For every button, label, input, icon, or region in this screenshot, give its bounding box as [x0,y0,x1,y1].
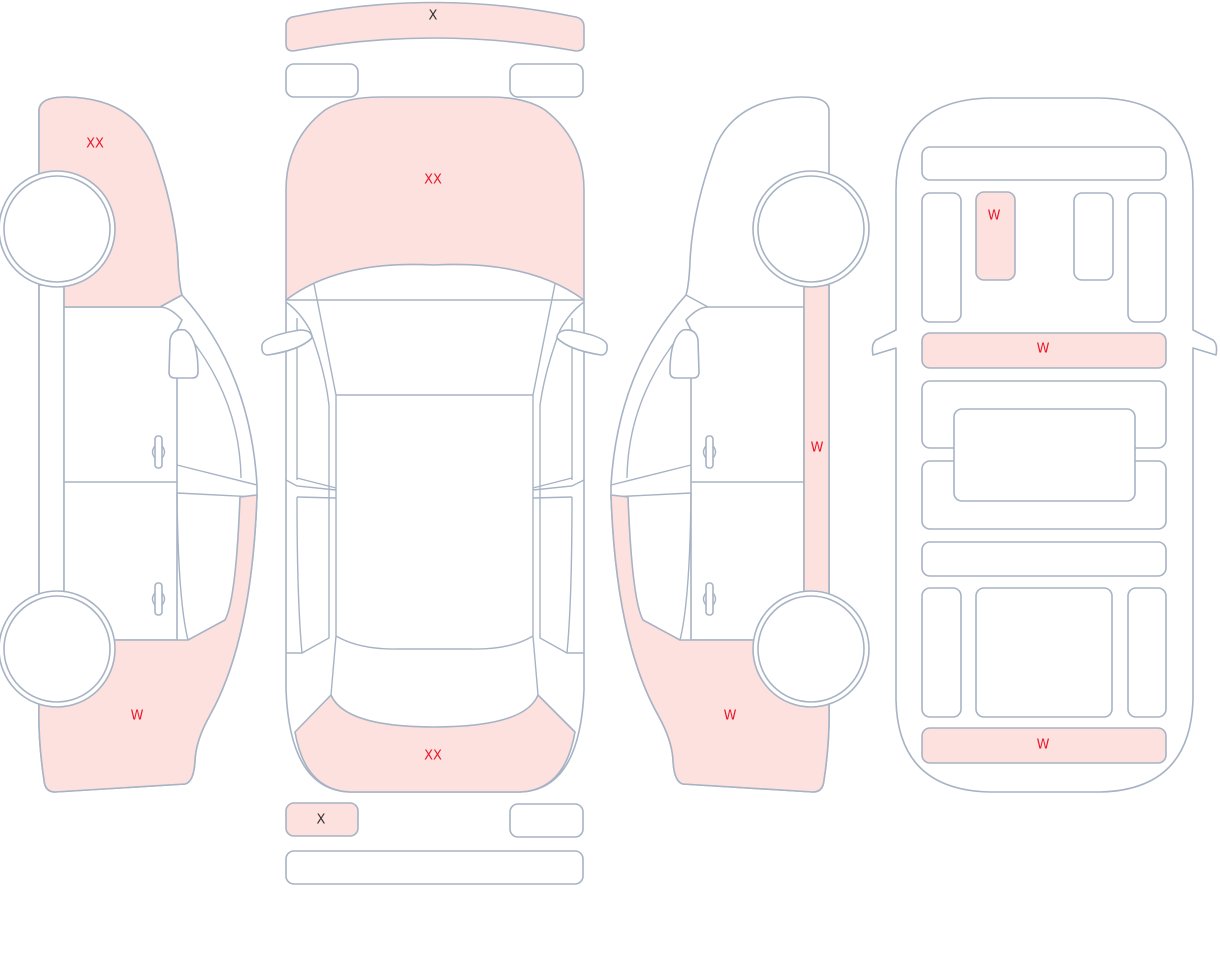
front-right-light[interactable] [509,63,584,98]
center-console[interactable] [953,408,1136,502]
right-mirror[interactable] [556,329,608,356]
marker-left-front-fender: XX [86,137,104,152]
front-right-door-panel[interactable] [1127,192,1167,323]
interior-row-3[interactable] [921,541,1167,577]
front-bumper-panel[interactable] [285,1,585,52]
marker-interior-row-rear: W [1037,738,1050,753]
passenger-seat[interactable] [1073,192,1114,281]
marker-trunk: XX [424,749,442,764]
rear-left-trim[interactable] [921,587,962,718]
front-left-door-panel[interactable] [921,192,962,323]
marker-hood: XX [424,173,442,188]
marker-interior-row-1: W [1037,342,1050,357]
trunk-panel[interactable] [294,694,576,793]
right-side-view: W W [610,96,870,793]
hood-panel[interactable] [285,96,585,301]
rear-wheel [3,595,111,703]
rear-right-light[interactable] [509,803,584,838]
marker-left-rear-quarter: W [131,709,144,724]
interior-row-rear[interactable] [921,727,1167,764]
right-rear-quarter-panel[interactable] [610,494,830,793]
cargo-floor[interactable] [975,587,1113,718]
marker-right-rear-quarter: W [724,709,737,724]
marker-right-pillar: W [811,441,824,456]
front-wheel [757,175,865,283]
left-rear-quarter-panel[interactable] [38,494,258,793]
top-view: X XX XX X [261,1,608,885]
front-wheel [3,175,111,283]
rear-right-trim[interactable] [1127,587,1167,718]
driver-seat[interactable] [975,191,1016,281]
rear-left-light[interactable] [285,802,359,837]
marker-interior-seat: W [988,209,1001,224]
dashboard[interactable] [921,146,1167,181]
marker-rear-left-light: X [317,813,326,828]
front-left-light[interactable] [285,63,359,98]
rear-wheel [757,595,865,703]
interior-row-1[interactable] [921,332,1167,369]
rear-bumper[interactable] [285,850,584,885]
left-mirror[interactable] [261,329,313,356]
left-side-view: XX W [0,96,258,793]
interior-view: W W W [871,97,1218,793]
marker-front-bumper: X [429,9,438,24]
